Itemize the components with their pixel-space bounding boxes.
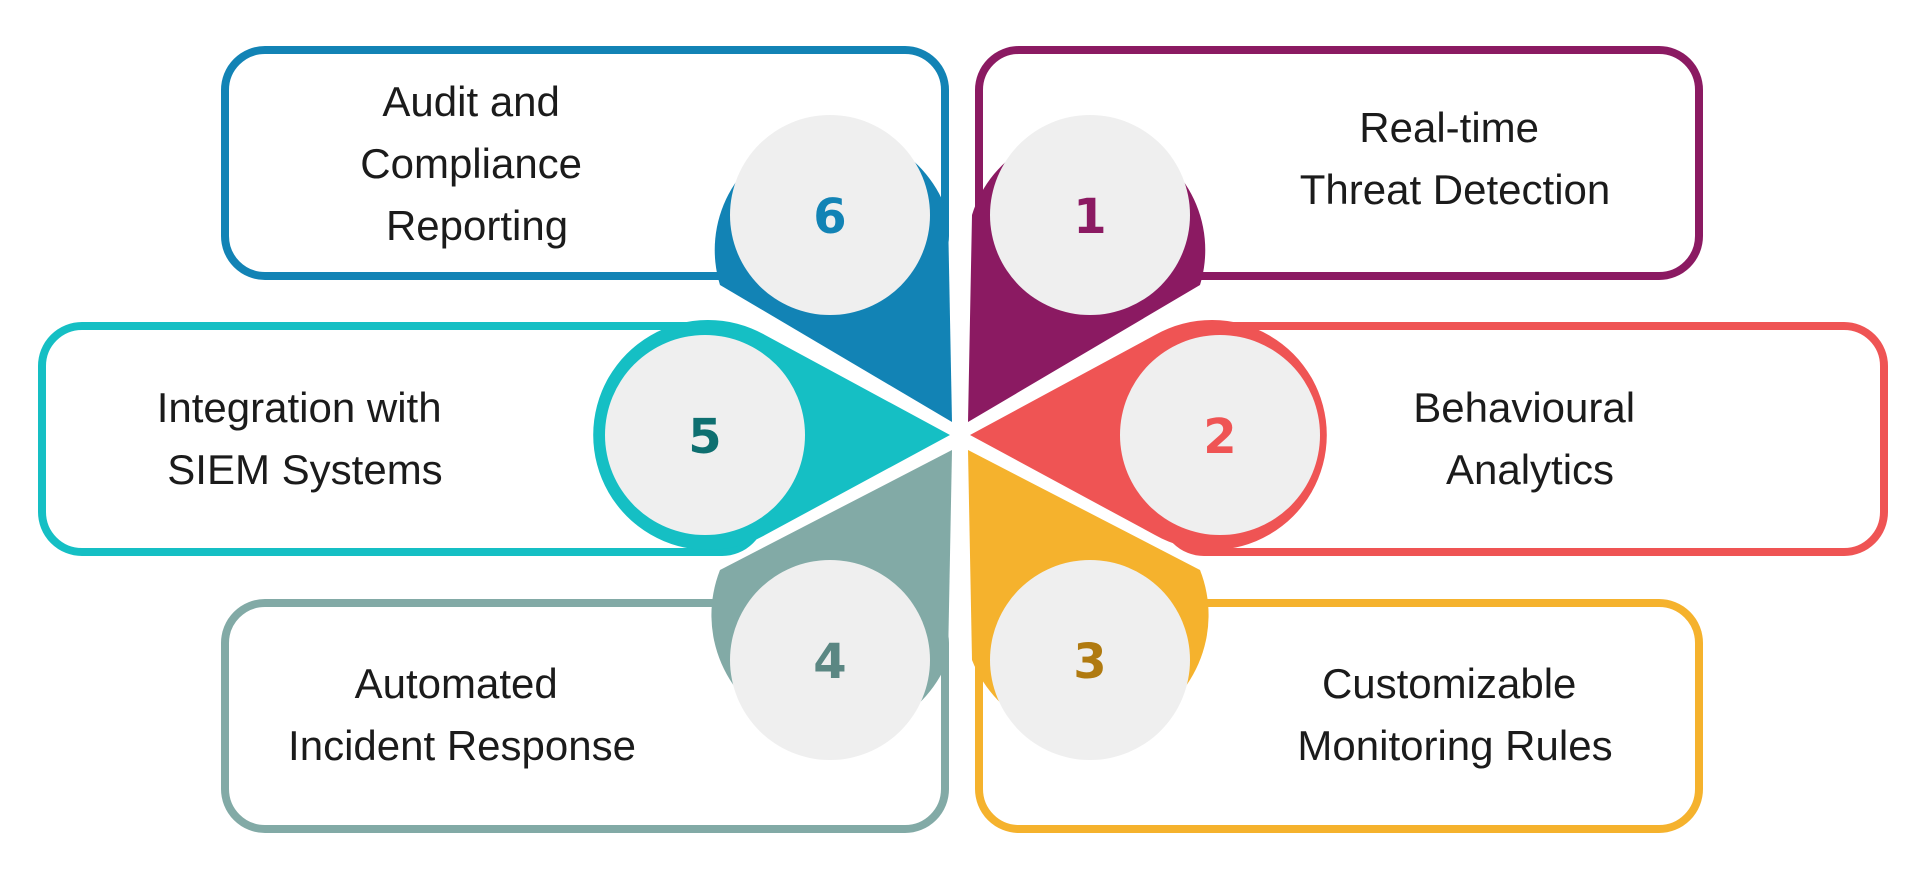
item-3-number: 3 — [1073, 634, 1106, 690]
item-1-label: Real-time Threat Detection — [1300, 104, 1611, 213]
item-4-label: Automated Incident Response — [288, 660, 636, 769]
item-1-number-circle — [990, 115, 1190, 315]
item-4-number: 4 — [813, 634, 846, 690]
item-6-number: 6 — [813, 189, 846, 245]
item-3: 3 Customizable Monitoring Rules — [968, 450, 1703, 833]
item-1-number: 1 — [1073, 189, 1106, 245]
item-3-number-circle — [990, 560, 1190, 760]
item-5-label: Integration with SIEM Systems — [157, 384, 454, 493]
item-2-number-circle — [1120, 335, 1320, 535]
item-2-label: Behavioural Analytics — [1413, 384, 1646, 493]
item-6: 6 Audit and Compliance Reporting — [221, 46, 952, 422]
item-6-number-circle — [730, 115, 930, 315]
item-2-number: 2 — [1203, 409, 1236, 465]
item-4: 4 Automated Incident Response — [221, 450, 952, 833]
item-6-label: Audit and Compliance Reporting — [360, 78, 593, 249]
item-2: 2 Behavioural Analytics — [970, 320, 1888, 556]
item-1: 1 Real-time Threat Detection — [968, 46, 1703, 422]
item-5: 5 Integration with SIEM Systems — [38, 320, 950, 556]
item-3-label: Customizable Monitoring Rules — [1297, 660, 1612, 769]
item-5-number: 5 — [688, 409, 721, 465]
item-5-number-circle — [605, 335, 805, 535]
item-4-number-circle — [730, 560, 930, 760]
